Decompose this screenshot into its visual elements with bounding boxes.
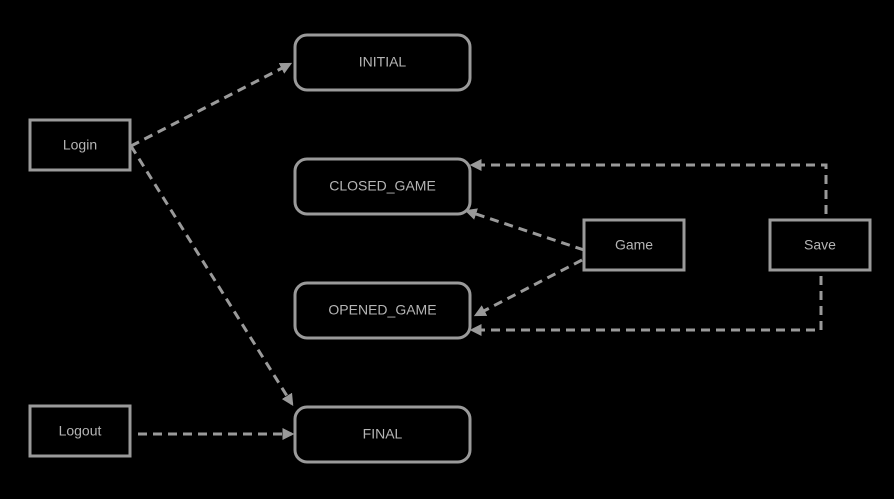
- state-opened-game-box: [293, 281, 472, 340]
- state-final: FINAL: [293, 405, 472, 464]
- action-game: Game: [582, 218, 686, 272]
- action-login-box: [28, 118, 132, 172]
- edge-game-to-closed-game: [464, 208, 585, 252]
- state-initial: INITIAL: [293, 33, 472, 92]
- action-login: Login: [28, 118, 132, 172]
- state-closed-game-box: [293, 157, 472, 216]
- state-closed-game: CLOSED_GAME: [293, 157, 472, 216]
- state-closed-game-label: CLOSED_GAME: [329, 178, 436, 194]
- action-save-box: [768, 218, 872, 272]
- state-opened-game-label: OPENED_GAME: [328, 302, 436, 318]
- action-logout: Logout: [28, 404, 132, 458]
- action-logout-label: Logout: [59, 423, 102, 439]
- edge-save-to-opened-game: [469, 276, 823, 336]
- state-final-box: [293, 405, 472, 464]
- action-game-label: Game: [615, 237, 653, 253]
- action-logout-box: [28, 404, 132, 458]
- state-final-label: FINAL: [363, 426, 403, 442]
- edge-game-to-opened-game: [473, 258, 583, 317]
- edges: [129, 62, 828, 440]
- state-opened-game: OPENED_GAME: [293, 281, 472, 340]
- action-game-box: [582, 218, 686, 272]
- action-save-label: Save: [804, 237, 836, 253]
- action-login-label: Login: [63, 137, 97, 153]
- edge-login-to-initial: [130, 62, 293, 148]
- edge-login-to-final: [129, 145, 294, 407]
- state-initial-box: [293, 33, 472, 92]
- action-save: Save: [768, 218, 872, 272]
- edge-save-to-closed-game: [469, 159, 828, 214]
- state-initial-label: INITIAL: [359, 54, 407, 70]
